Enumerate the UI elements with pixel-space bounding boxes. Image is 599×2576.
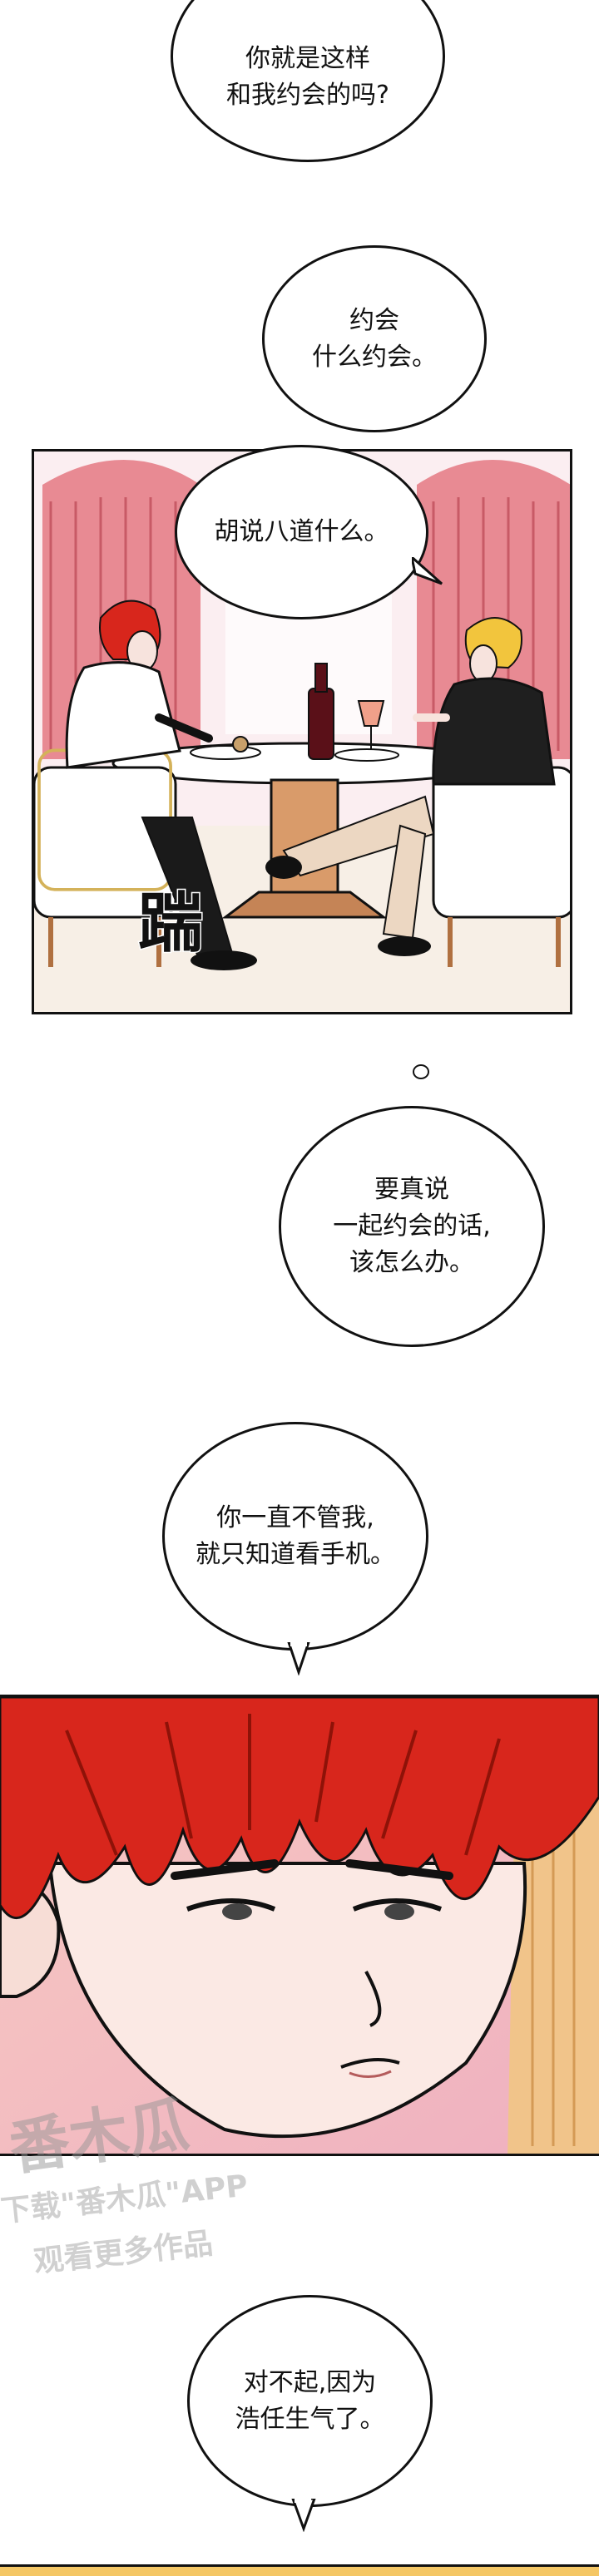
speech-bubble-5: 你一直不管我, 就只知道看手机。 <box>162 1422 428 1651</box>
speech-bubble-3: 胡说八道什么。 <box>175 445 428 619</box>
closeup-panel <box>0 1695 599 2156</box>
bubble-3-tail <box>412 557 443 585</box>
speech-bubble-4-text: 要真说 一起约会的话, 该怎么办。 <box>333 1175 491 1277</box>
speech-bubble-1-text: 你就是这样 和我约会的吗? <box>226 43 389 110</box>
speech-bubble-2-text: 约会 什么约会。 <box>312 305 437 372</box>
speech-bubble-6-text: 对不起,因为 浩任生气了。 <box>235 2367 385 2434</box>
watermark-line-2: 观看更多作品 <box>32 2226 215 2280</box>
speech-bubble-4: 要真说 一起约会的话, 该怎么办。 <box>279 1106 545 1347</box>
next-panel-edge <box>0 2564 599 2576</box>
closeup-face-illustration <box>0 1697 599 2154</box>
speech-bubble-3-text: 胡说八道什么。 <box>214 517 389 546</box>
speech-bubble-2: 约会 什么约会。 <box>262 245 487 432</box>
thought-dot <box>413 1064 429 1079</box>
bubble-5-tail <box>287 1642 310 1675</box>
speech-bubble-1: 你就是这样 和我约会的吗? <box>171 0 445 162</box>
speech-bubble-5-text: 你一直不管我, 就只知道看手机。 <box>196 1503 395 1569</box>
bubble-6-tail <box>291 2499 316 2532</box>
speech-bubble-6: 对不起,因为 浩任生气了。 <box>187 2295 433 2507</box>
sfx-kick: 踹 <box>136 886 204 963</box>
